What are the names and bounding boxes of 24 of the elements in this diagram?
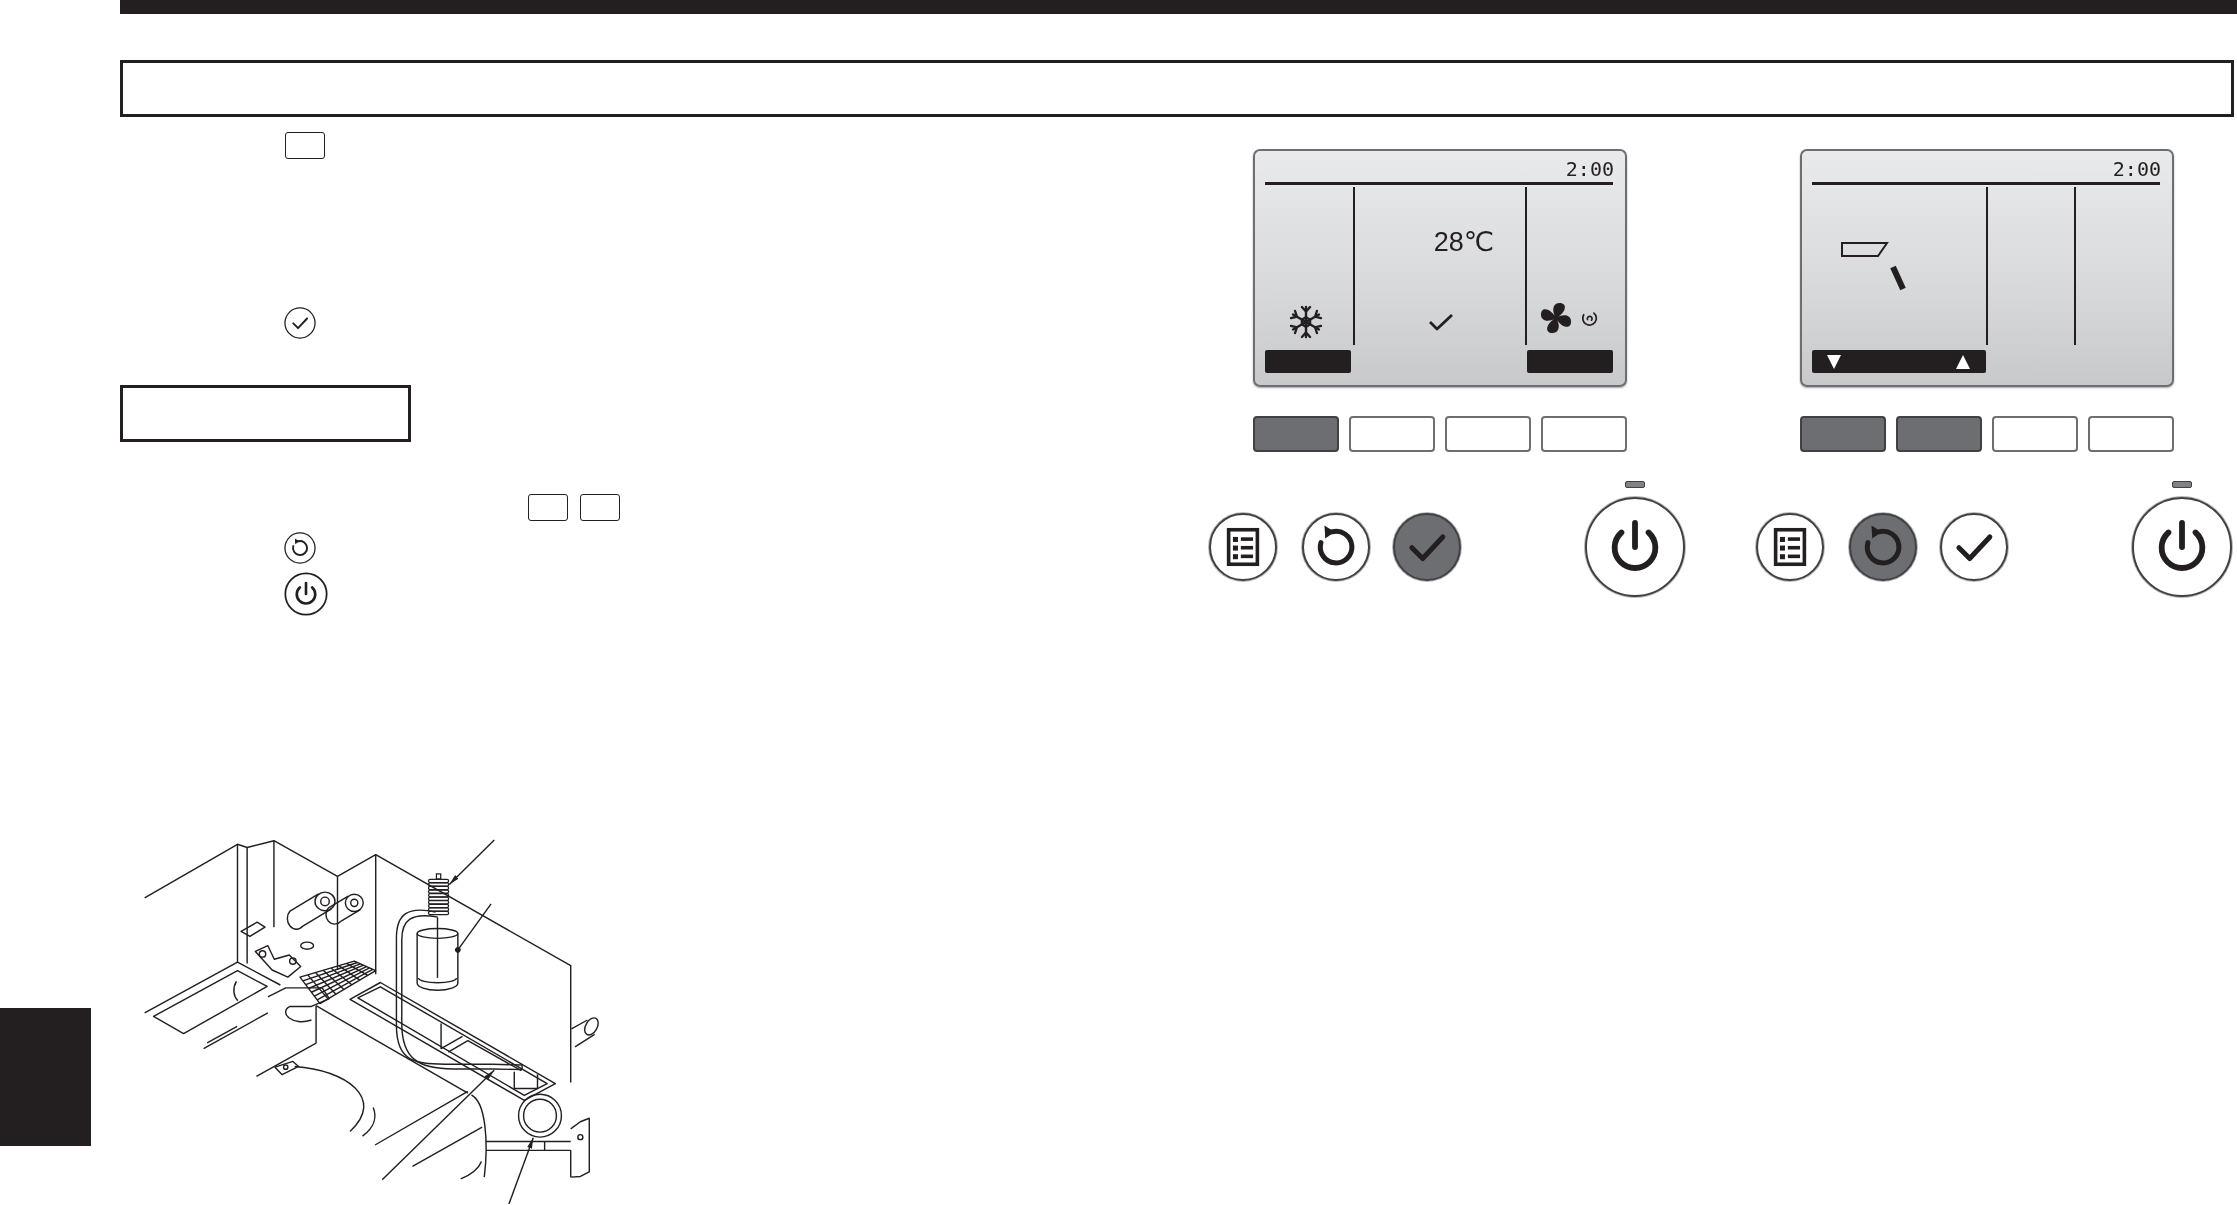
leader-line [381,1069,495,1181]
function-key [1800,416,1886,452]
lcd-screen [1253,149,1627,387]
label-bar [1265,350,1351,373]
hose-end [492,1063,523,1071]
lcd-screen [1800,149,2174,387]
coil-spring [427,873,450,916]
function-key [1253,416,1339,452]
cylindrical-container [416,916,459,991]
leader-line [448,839,495,886]
function-key [1445,416,1531,452]
function-key [1541,416,1627,452]
clock-text: 2:00 [2112,159,2161,179]
function-key [2088,416,2174,452]
function-key [1349,416,1435,452]
round-outlet [517,1093,563,1138]
temperature-text: 28℃ [1433,228,1495,256]
leader-line [455,903,492,953]
function-key [1992,416,2078,452]
label-bar [1527,350,1613,373]
function-key [1896,416,1982,452]
leader-line [508,1137,534,1205]
section-tab [0,1008,91,1146]
clock-text: 2:00 [1565,159,1614,179]
